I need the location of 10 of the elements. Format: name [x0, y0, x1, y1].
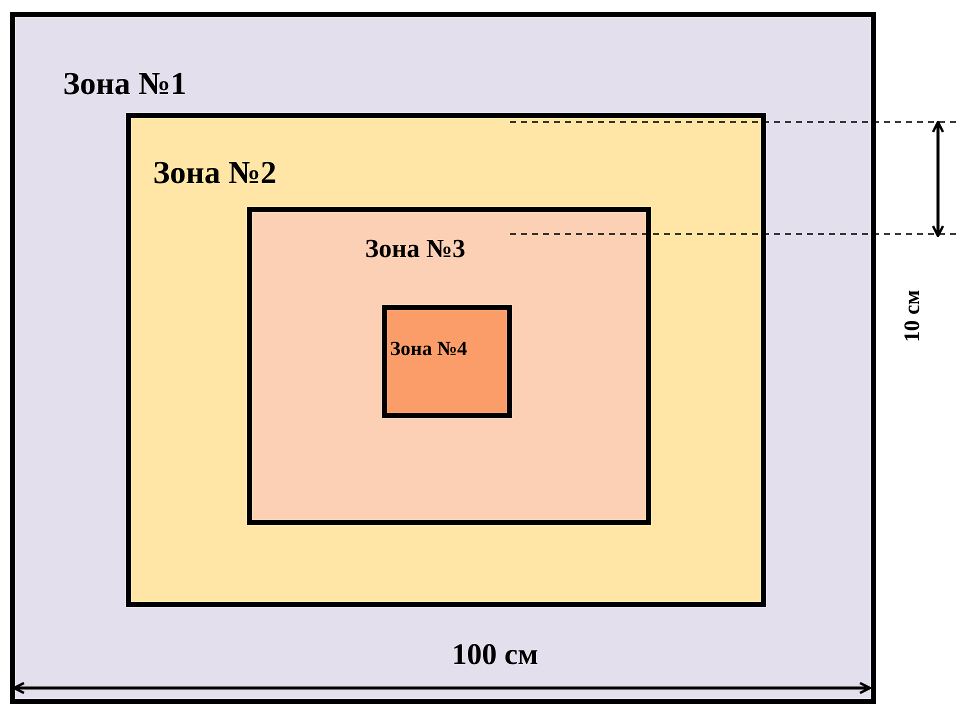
- zone-rectangle: [10, 12, 876, 704]
- dimension-label: 100 см: [452, 638, 538, 672]
- zone-label: Зона №3: [365, 234, 466, 264]
- dimension-label: 10 см: [899, 290, 925, 342]
- zone-rectangle: [382, 305, 512, 418]
- zone-label: Зона №2: [153, 154, 276, 191]
- zone-label: Зона №4: [390, 338, 468, 361]
- zone-label: Зона №1: [63, 65, 186, 102]
- zone-rectangle: [247, 207, 651, 525]
- zone-rectangle: [126, 113, 766, 607]
